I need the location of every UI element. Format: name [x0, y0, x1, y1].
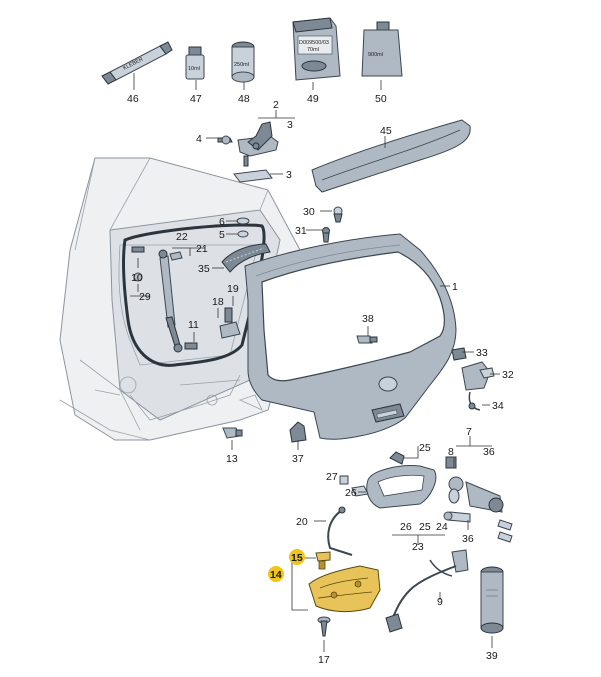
lock-rod — [327, 506, 353, 556]
label-3a: 3 — [287, 119, 293, 131]
tailgate-handle — [339, 451, 437, 509]
body-fasteners — [131, 217, 250, 350]
label-13: 13 — [226, 453, 238, 465]
label-6: 6 — [219, 216, 225, 228]
highlight-marker-14 — [268, 566, 284, 582]
label-33: 33 — [476, 347, 488, 359]
part-number-labels: 46 47 48 49 50 2 3 4 3 45 30 31 6 5 22 2… — [127, 93, 514, 666]
hinge-assembly — [217, 121, 279, 183]
label-34: 34 — [492, 400, 504, 412]
label-49: 49 — [307, 93, 319, 105]
bumper-stop-37 — [289, 421, 307, 443]
label-18: 18 — [212, 296, 224, 308]
label-22: 22 — [176, 231, 188, 243]
label-10: 10 — [131, 272, 143, 284]
label-35: 35 — [198, 263, 210, 275]
label-19: 19 — [227, 283, 239, 295]
label-26b: 26 — [400, 521, 412, 533]
label-7: 7 — [466, 426, 472, 438]
label-17: 17 — [318, 654, 330, 666]
fluid-canister: 900ml — [361, 21, 403, 77]
spoiler-screws — [322, 206, 343, 243]
label-21: 21 — [196, 243, 208, 255]
weatherstrip-seal — [122, 223, 266, 367]
rubber-stop-38 — [356, 335, 378, 344]
label-32: 32 — [502, 369, 514, 381]
lock-cylinder — [443, 456, 513, 543]
label-23: 23 — [412, 541, 424, 553]
release-cable — [385, 549, 469, 633]
label-15: 15 — [291, 552, 303, 564]
label-45: 45 — [380, 125, 392, 137]
label-1: 1 — [452, 281, 458, 293]
car-body — [59, 157, 301, 441]
label-38: 38 — [362, 313, 374, 325]
spray-can — [480, 566, 504, 634]
adhesive-tube: KLEBER — [101, 41, 173, 85]
label-5: 5 — [219, 229, 225, 241]
tailgate-panel — [244, 233, 457, 440]
label-29: 29 — [139, 291, 151, 303]
can-text: 250ml — [234, 62, 249, 68]
label-30: 30 — [303, 206, 315, 218]
label-25b: 25 — [419, 521, 431, 533]
label-27: 27 — [326, 471, 338, 483]
plug-13 — [222, 427, 243, 439]
cable-guide — [221, 243, 271, 273]
pouch-text-1: D009500/03 — [299, 40, 329, 46]
label-3b: 3 — [286, 169, 292, 181]
roof-spoiler — [311, 119, 471, 193]
label-36a: 36 — [483, 446, 495, 458]
label-31: 31 — [295, 225, 307, 237]
label-48: 48 — [238, 93, 250, 105]
label-46: 46 — [127, 93, 139, 105]
leader-lines — [130, 73, 500, 652]
gas-strut — [158, 249, 183, 353]
bolt-17 — [317, 616, 331, 637]
label-20: 20 — [296, 516, 308, 528]
label-9: 9 — [437, 596, 443, 608]
label-25a: 25 — [419, 442, 431, 454]
sealant-can: 250ml — [231, 41, 255, 83]
label-2: 2 — [273, 99, 279, 111]
label-26a: 26 — [345, 487, 357, 499]
label-14: 14 — [270, 569, 282, 581]
small-bottle: 10ml — [185, 46, 205, 80]
canister-text: 900ml — [368, 52, 383, 58]
label-50: 50 — [375, 93, 387, 105]
compound-pouch: D009500/03 70ml — [292, 17, 341, 81]
lock-mechanism-highlighted — [308, 551, 381, 613]
pouch-text-2: 70ml — [307, 47, 319, 53]
label-39: 39 — [486, 650, 498, 662]
label-47: 47 — [190, 93, 202, 105]
tailgate-switch — [451, 347, 495, 411]
label-24: 24 — [436, 521, 448, 533]
highlight-marker-15 — [289, 549, 305, 565]
bottle-text: 10ml — [188, 66, 200, 72]
label-37: 37 — [292, 453, 304, 465]
label-8: 8 — [448, 446, 454, 458]
label-36b: 36 — [462, 533, 474, 545]
label-11: 11 — [188, 319, 199, 331]
label-4: 4 — [196, 133, 202, 145]
